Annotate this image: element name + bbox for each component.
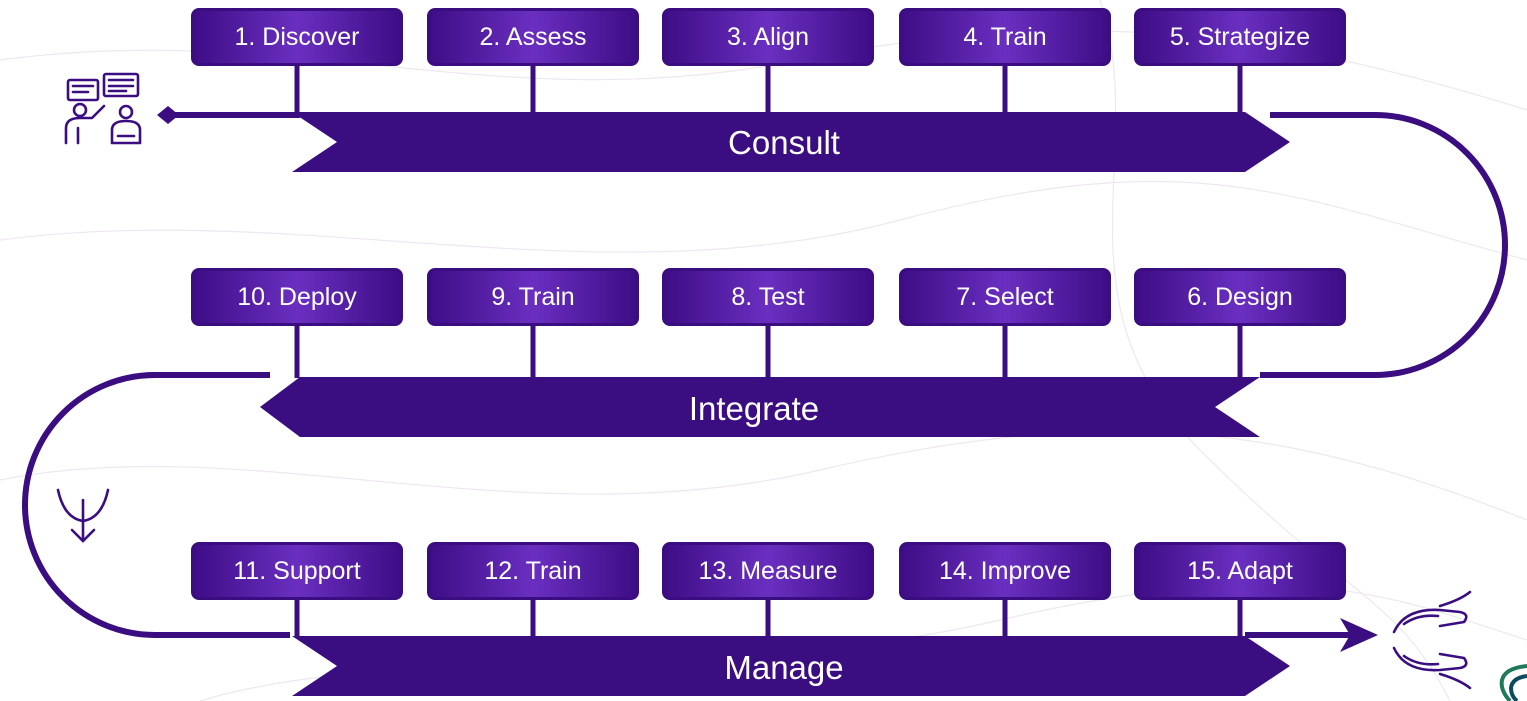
step-train-manage: 12. Train: [427, 542, 639, 600]
phase-band-integrate: [260, 377, 1260, 437]
step-connectors: [294, 60, 1243, 638]
phase-label-integrate: Integrate: [688, 390, 820, 427]
phase-band-consult: [292, 112, 1290, 172]
flow-connector-top-right: [1260, 112, 1508, 378]
step-select: 7. Select: [899, 268, 1111, 326]
step-improve: 14. Improve: [899, 542, 1111, 600]
end-arrowhead: [1340, 618, 1378, 652]
step-align: 3. Align: [662, 8, 874, 66]
step-support: 11. Support: [191, 542, 403, 600]
start-diamond-marker: [157, 106, 179, 124]
step-test: 8. Test: [662, 268, 874, 326]
logo-mark: [1499, 664, 1527, 701]
step-discover: 1. Discover: [191, 8, 403, 66]
step-deploy: 10. Deploy: [191, 268, 403, 326]
step-assess: 2. Assess: [427, 8, 639, 66]
branch-arrow-icon: [56, 488, 110, 543]
consultation-icon: [64, 72, 142, 145]
step-measure: 13. Measure: [662, 542, 874, 600]
step-train-integrate: 9. Train: [427, 268, 639, 326]
phase-band-manage: [292, 636, 1290, 696]
open-hands-icon: [1392, 590, 1472, 690]
flow-connector-left: [22, 372, 290, 638]
step-design: 6. Design: [1134, 268, 1346, 326]
phase-label-consult: Consult: [728, 124, 840, 161]
step-adapt: 15. Adapt: [1134, 542, 1346, 600]
phase-label-manage: Manage: [724, 649, 844, 686]
step-train-consult: 4. Train: [899, 8, 1111, 66]
step-strategize: 5. Strategize: [1134, 8, 1346, 66]
